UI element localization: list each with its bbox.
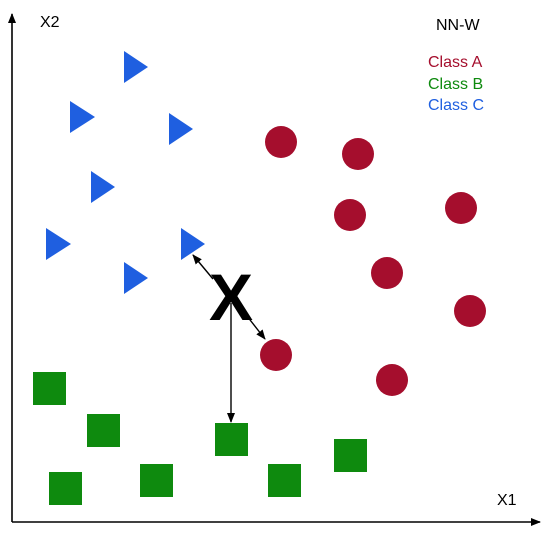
class-c-point	[124, 51, 148, 83]
class-a-point	[265, 126, 297, 158]
arrow-to-class-c	[192, 254, 214, 280]
class-b-point	[268, 464, 301, 497]
class-a-point	[371, 257, 403, 289]
class-b-point	[33, 372, 66, 405]
x-axis-label: X1	[497, 492, 517, 509]
class-a-point	[376, 364, 408, 396]
arrow-to-class-a	[242, 310, 266, 340]
class-c-point	[46, 228, 71, 260]
class-a-point	[342, 138, 374, 170]
class-a-point	[454, 295, 486, 327]
y-axis-label: X2	[40, 14, 60, 31]
class-b-point	[215, 423, 248, 456]
class-c-point	[91, 171, 115, 203]
class-c-point	[169, 113, 193, 145]
class-a-point	[445, 192, 477, 224]
class-b-point	[334, 439, 367, 472]
class-a-points	[260, 126, 486, 396]
legend-class-a: Class A	[428, 54, 483, 71]
class-a-point	[334, 199, 366, 231]
class-b-point	[87, 414, 120, 447]
legend-class-b: Class B	[428, 76, 483, 93]
class-b-points	[33, 372, 367, 505]
class-c-point	[181, 228, 205, 260]
legend-class-c: Class C	[428, 97, 484, 114]
class-b-point	[49, 472, 82, 505]
class-a-point	[260, 339, 292, 371]
class-c-points	[46, 51, 205, 294]
axes: X2 X1	[7, 13, 541, 526]
diagram-title: NN-W	[436, 17, 480, 34]
class-b-point	[140, 464, 173, 497]
class-c-point	[70, 101, 95, 133]
query-point-label: X	[209, 260, 253, 334]
neighbor-arrows	[192, 254, 266, 423]
class-c-point	[124, 262, 148, 294]
legend: NN-W Class A Class B Class C	[428, 17, 484, 114]
